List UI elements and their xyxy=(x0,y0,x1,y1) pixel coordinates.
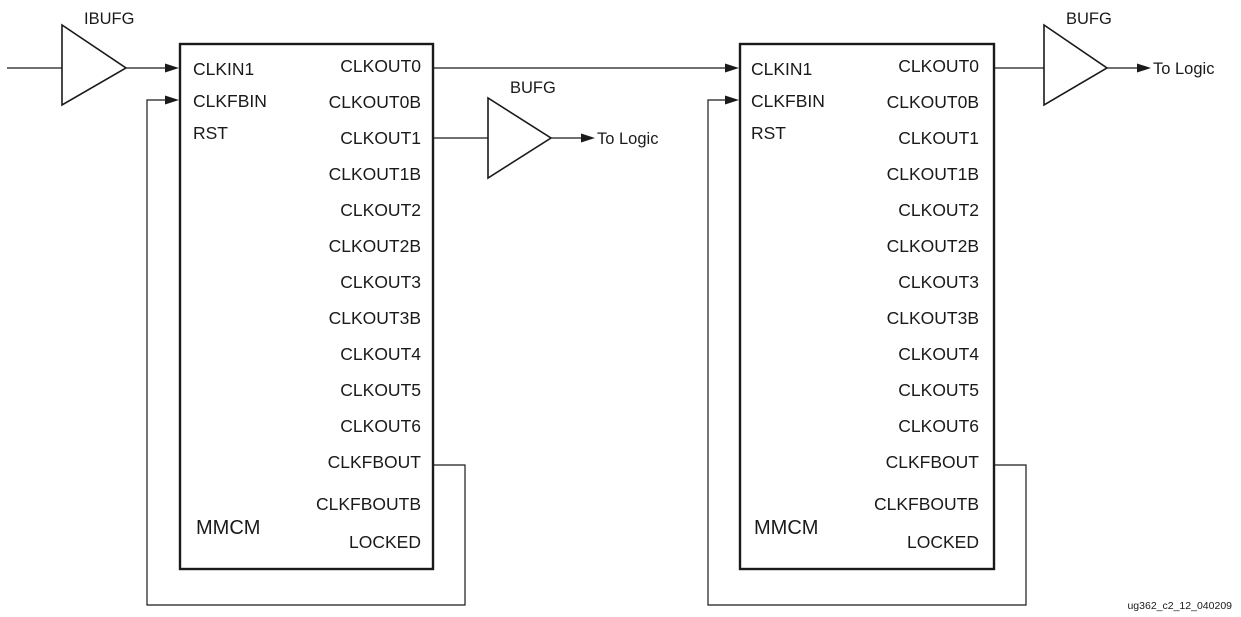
bufg-buffer-right xyxy=(1043,23,1109,107)
port-clkout2: CLKOUT2 xyxy=(340,200,421,220)
bufg-label-right: BUFG xyxy=(1066,10,1112,28)
feedback-loop-right xyxy=(707,99,1027,606)
figure-id: ug362_c2_12_040209 xyxy=(1127,600,1232,612)
port-clkout1b: CLKOUT1B xyxy=(887,164,979,184)
port-clkfbin: CLKFBIN xyxy=(193,91,267,111)
port-clkout3: CLKOUT3 xyxy=(340,272,421,292)
port-clkout3: CLKOUT3 xyxy=(898,272,979,292)
port-clkfbout: CLKFBOUT xyxy=(328,452,422,472)
port-clkout0b: CLKOUT0B xyxy=(887,92,979,112)
port-clkout3b: CLKOUT3B xyxy=(887,308,979,328)
port-clkout1: CLKOUT1 xyxy=(340,128,421,148)
port-clkout5: CLKOUT5 xyxy=(898,380,979,400)
port-clkout6: CLKOUT6 xyxy=(340,416,421,436)
port-clkout3b: CLKOUT3B xyxy=(329,308,421,328)
port-clkfboutb: CLKFBOUTB xyxy=(874,494,979,514)
port-clkout5: CLKOUT5 xyxy=(340,380,421,400)
ibufg-label: IBUFG xyxy=(84,10,134,28)
arrow-to-logic-middle xyxy=(581,133,595,143)
port-clkout2b: CLKOUT2B xyxy=(329,236,421,256)
arrow-to-logic-right xyxy=(1137,63,1151,73)
arrow-clkin1-left xyxy=(165,63,179,73)
to-logic-label-middle: To Logic xyxy=(597,130,658,148)
mmcm-block-left: CLKIN1 CLKFBIN RST CLKOUT0 CLKOUT0B CLKO… xyxy=(178,42,435,571)
mmcm-box-right xyxy=(738,42,996,571)
port-clkout0: CLKOUT0 xyxy=(898,56,979,76)
arrow-clkfbin-left xyxy=(165,95,179,105)
ibufg-buffer xyxy=(61,23,128,107)
port-clkout4: CLKOUT4 xyxy=(898,344,979,364)
port-rst: RST xyxy=(193,123,228,143)
port-clkout1b: CLKOUT1B xyxy=(329,164,421,184)
arrow-clkin1-right xyxy=(725,63,739,73)
port-locked: LOCKED xyxy=(907,532,979,552)
port-clkout0: CLKOUT0 xyxy=(340,56,421,76)
bufg-buffer-middle xyxy=(487,96,553,180)
port-locked: LOCKED xyxy=(349,532,421,552)
port-clkin1: CLKIN1 xyxy=(751,59,812,79)
arrow-clkfbin-right xyxy=(725,95,739,105)
port-clkout2b: CLKOUT2B xyxy=(887,236,979,256)
to-logic-label-right: To Logic xyxy=(1153,60,1214,78)
port-clkout1: CLKOUT1 xyxy=(898,128,979,148)
port-clkout0b: CLKOUT0B xyxy=(329,92,421,112)
feedback-loop-left xyxy=(146,99,466,606)
mmcm-label-right: MMCM xyxy=(754,517,818,539)
port-clkout2: CLKOUT2 xyxy=(898,200,979,220)
mmcm-block-right: CLKIN1 CLKFBIN RST CLKOUT0 CLKOUT0B CLKO… xyxy=(738,42,996,571)
port-clkout4: CLKOUT4 xyxy=(340,344,421,364)
port-clkfboutb: CLKFBOUTB xyxy=(316,494,421,514)
mmcm-box-left xyxy=(178,42,435,571)
port-clkin1: CLKIN1 xyxy=(193,59,254,79)
port-clkout6: CLKOUT6 xyxy=(898,416,979,436)
bufg-label-middle: BUFG xyxy=(510,79,556,97)
port-clkfbout: CLKFBOUT xyxy=(886,452,980,472)
mmcm-label-left: MMCM xyxy=(196,517,260,539)
port-rst: RST xyxy=(751,123,786,143)
port-clkfbin: CLKFBIN xyxy=(751,91,825,111)
